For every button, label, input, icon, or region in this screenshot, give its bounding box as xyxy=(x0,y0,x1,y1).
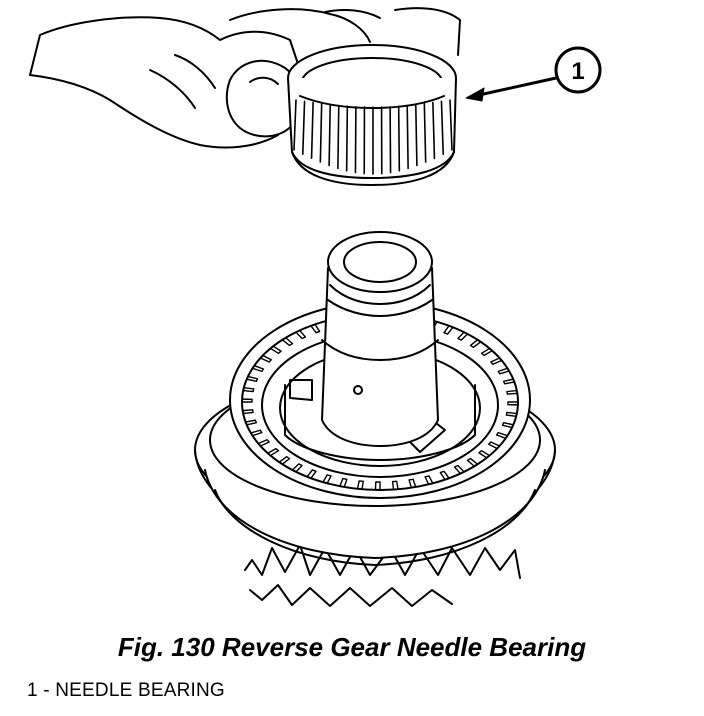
needle-bearing xyxy=(287,44,457,186)
reverse-gear-assembly xyxy=(194,231,556,607)
reverse-gear-needle-bearing-illustration: 1 xyxy=(29,7,602,607)
figure-caption: Fig. 130 Reverse Gear Needle Bearing xyxy=(117,632,587,662)
hand-illustration xyxy=(29,7,461,149)
callout-1: 1 xyxy=(465,46,602,102)
callout-legend: 1 - NEEDLE BEARING xyxy=(27,680,225,701)
callout-1-number: 1 xyxy=(571,58,584,85)
